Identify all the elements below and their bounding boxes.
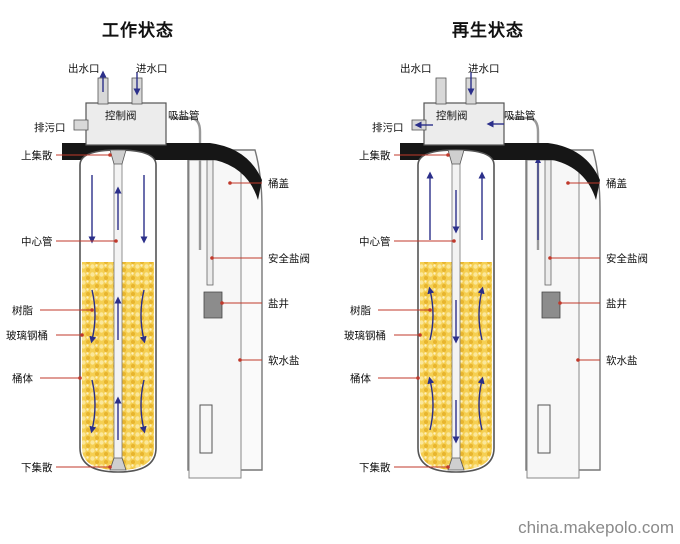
label-frp-tank: 玻璃钢桶 <box>6 329 48 342</box>
label-resin: 树脂 <box>12 304 33 317</box>
brine-line <box>508 116 540 250</box>
leader-lines <box>40 154 262 468</box>
diagram-title: 再生状态 <box>452 20 524 41</box>
watermark: china.makepolo.com <box>518 518 674 537</box>
label-center-tube: 中心管 <box>21 235 53 248</box>
salt-well-float <box>203 291 223 319</box>
diagram-title: 工作状态 <box>102 20 174 41</box>
salt-chamber <box>188 159 242 479</box>
label-salt-well: 盐井 <box>606 297 627 310</box>
salt-chamber <box>526 159 580 479</box>
label-cover: 桶盖 <box>268 177 289 190</box>
label-brine-line: 吸盐管 <box>504 109 536 122</box>
outlet-pipe <box>435 77 447 105</box>
label-upper-distributor: 上集散 <box>21 149 53 162</box>
label-resin: 树脂 <box>350 304 371 317</box>
label-upper-distributor: 上集散 <box>359 149 391 162</box>
label-lower-distributor: 下集散 <box>21 461 53 474</box>
label-salt-well: 盐井 <box>268 297 289 310</box>
label-safety-valve: 安全盐阀 <box>268 252 310 265</box>
lower-distributor <box>109 457 127 471</box>
label-brine-line: 吸盐管 <box>168 109 200 122</box>
label-safety-valve: 安全盐阀 <box>606 252 648 265</box>
leader-dots <box>78 153 242 469</box>
control-valve <box>85 102 167 146</box>
leader-dots <box>416 153 580 469</box>
diagram-regeneration: 再生状态 出水口 <box>344 20 648 479</box>
flow-arrows <box>88 175 148 440</box>
label-tank-body: 桶体 <box>350 372 371 385</box>
label-tank-body: 桶体 <box>12 372 33 385</box>
brine-line <box>170 116 202 250</box>
drain-port <box>73 119 89 131</box>
leader-lines <box>378 154 600 468</box>
label-drain: 排污口 <box>34 121 66 134</box>
label-soft-salt: 软水盐 <box>606 354 638 367</box>
label-outlet: 出水口 <box>68 62 100 75</box>
label-soft-salt: 软水盐 <box>268 354 300 367</box>
salt-well-base <box>537 404 551 454</box>
label-frp-tank: 玻璃钢桶 <box>344 329 386 342</box>
label-center-tube: 中心管 <box>359 235 391 248</box>
safety-valve-tube <box>544 159 552 286</box>
label-inlet: 进水口 <box>136 63 168 75</box>
label-inlet: 进水口 <box>468 63 500 75</box>
safety-valve-tube <box>206 159 214 286</box>
upper-distributor <box>447 149 465 165</box>
upper-distributor <box>109 149 127 165</box>
lower-distributor <box>447 457 465 471</box>
label-cover: 桶盖 <box>606 177 627 190</box>
salt-well-base <box>199 404 213 454</box>
label-lower-distributor: 下集散 <box>359 461 391 474</box>
salt-well-float <box>541 291 561 319</box>
flow-arrows <box>426 171 486 444</box>
diagram-working: 工作状态 <box>6 20 310 479</box>
label-outlet: 出水口 <box>400 62 432 75</box>
label-drain: 排污口 <box>372 121 404 134</box>
label-valve: 控制阀 <box>105 109 137 122</box>
label-valve: 控制阀 <box>436 109 468 122</box>
